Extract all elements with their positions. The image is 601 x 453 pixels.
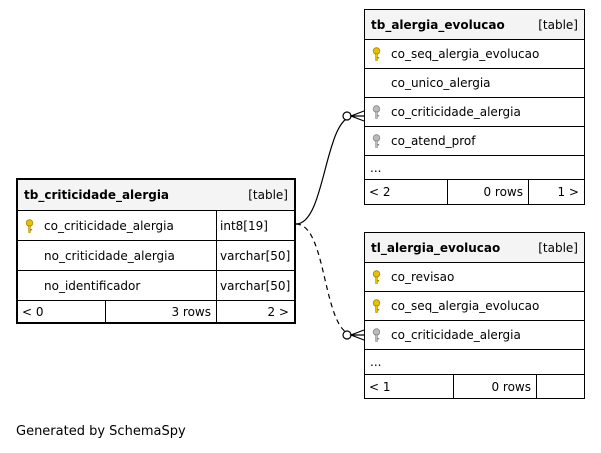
more-columns-row: ... bbox=[365, 156, 584, 180]
column-name: no_criticidade_alergia bbox=[44, 248, 175, 263]
parents-count-link[interactable]: < 1 bbox=[369, 379, 391, 394]
table-footer: < 2 0 rows 1 > bbox=[365, 180, 584, 204]
children-count-link[interactable]: 1 > bbox=[557, 185, 579, 199]
table-header: tl_alergia_evolucao [table] bbox=[365, 233, 584, 263]
primary-key-icon bbox=[372, 299, 381, 313]
ellipsis: ... bbox=[370, 160, 382, 175]
primary-key-icon bbox=[372, 47, 381, 61]
table-type-tag: [table] bbox=[538, 240, 578, 255]
table-footer: < 0 3 rows 2 > bbox=[18, 301, 294, 322]
generator-caption: Generated by SchemaSpy bbox=[16, 424, 186, 439]
ellipsis: ... bbox=[370, 355, 382, 369]
table-name: tb_alergia_evolucao bbox=[371, 17, 505, 32]
column-type: int8[19] bbox=[220, 218, 268, 233]
column-name: co_seq_alergia_evolucao bbox=[391, 299, 540, 313]
column-type: varchar[50] bbox=[220, 248, 291, 263]
column-row[interactable]: co_unico_alergia bbox=[365, 69, 584, 98]
table-type-tag: [table] bbox=[248, 188, 288, 202]
relationship-solid-crowfoot bbox=[349, 110, 365, 122]
column-row[interactable]: co_seq_alergia_evolucao bbox=[365, 40, 584, 69]
column-name: co_atend_prof bbox=[391, 134, 476, 148]
column-row[interactable]: co_criticidade_alergia bbox=[365, 321, 584, 350]
column-row[interactable]: co_criticidade_alergia int8[19] bbox=[18, 211, 294, 241]
column-name: co_criticidade_alergia bbox=[391, 105, 521, 119]
primary-key-icon bbox=[372, 270, 381, 284]
primary-key-icon bbox=[25, 218, 34, 233]
column-name: co_criticidade_alergia bbox=[391, 328, 521, 342]
row-count: 0 rows bbox=[483, 185, 523, 199]
column-name: co_seq_alergia_evolucao bbox=[391, 47, 540, 61]
parents-count-link[interactable]: < 0 bbox=[22, 304, 44, 319]
row-count: 3 rows bbox=[171, 304, 211, 319]
parents-count-link[interactable]: < 2 bbox=[369, 185, 391, 199]
column-row[interactable]: no_identificador varchar[50] bbox=[18, 271, 294, 301]
relationship-dashed-line bbox=[295, 223, 355, 336]
foreign-key-icon bbox=[372, 105, 381, 119]
table-type-tag: [table] bbox=[538, 17, 578, 32]
table-name: tb_criticidade_alergia bbox=[24, 188, 170, 202]
column-row[interactable]: co_revisao bbox=[365, 263, 584, 292]
column-row[interactable]: no_criticidade_alergia varchar[50] bbox=[18, 241, 294, 271]
column-type: varchar[50] bbox=[220, 278, 291, 293]
table-name: tl_alergia_evolucao bbox=[371, 240, 501, 255]
foreign-key-icon bbox=[372, 328, 381, 342]
column-name: co_criticidade_alergia bbox=[44, 218, 174, 233]
more-columns-row: ... bbox=[365, 350, 584, 375]
column-name: no_identificador bbox=[44, 278, 141, 293]
table-tl-alergia-evolucao[interactable]: tl_alergia_evolucao [table] co_revisao c… bbox=[364, 232, 585, 399]
row-count: 0 rows bbox=[491, 379, 531, 394]
table-header: tb_criticidade_alergia [table] bbox=[18, 180, 294, 211]
column-name: co_unico_alergia bbox=[391, 76, 491, 90]
foreign-key-icon bbox=[372, 134, 381, 148]
relationship-solid-line bbox=[295, 115, 355, 225]
children-count-link[interactable]: 2 > bbox=[267, 304, 289, 319]
column-row[interactable]: co_seq_alergia_evolucao bbox=[365, 292, 584, 321]
table-tb-criticidade-alergia[interactable]: tb_criticidade_alergia [table] co_critic… bbox=[16, 178, 296, 324]
table-footer: < 1 0 rows bbox=[365, 375, 584, 398]
table-tb-alergia-evolucao[interactable]: tb_alergia_evolucao [table] co_seq_alerg… bbox=[364, 9, 585, 205]
column-row[interactable]: co_criticidade_alergia bbox=[365, 98, 584, 127]
column-row[interactable]: co_atend_prof bbox=[365, 127, 584, 156]
table-header: tb_alergia_evolucao [table] bbox=[365, 10, 584, 40]
column-name: co_revisao bbox=[391, 270, 455, 284]
relationship-dashed-crowfoot bbox=[349, 329, 365, 341]
